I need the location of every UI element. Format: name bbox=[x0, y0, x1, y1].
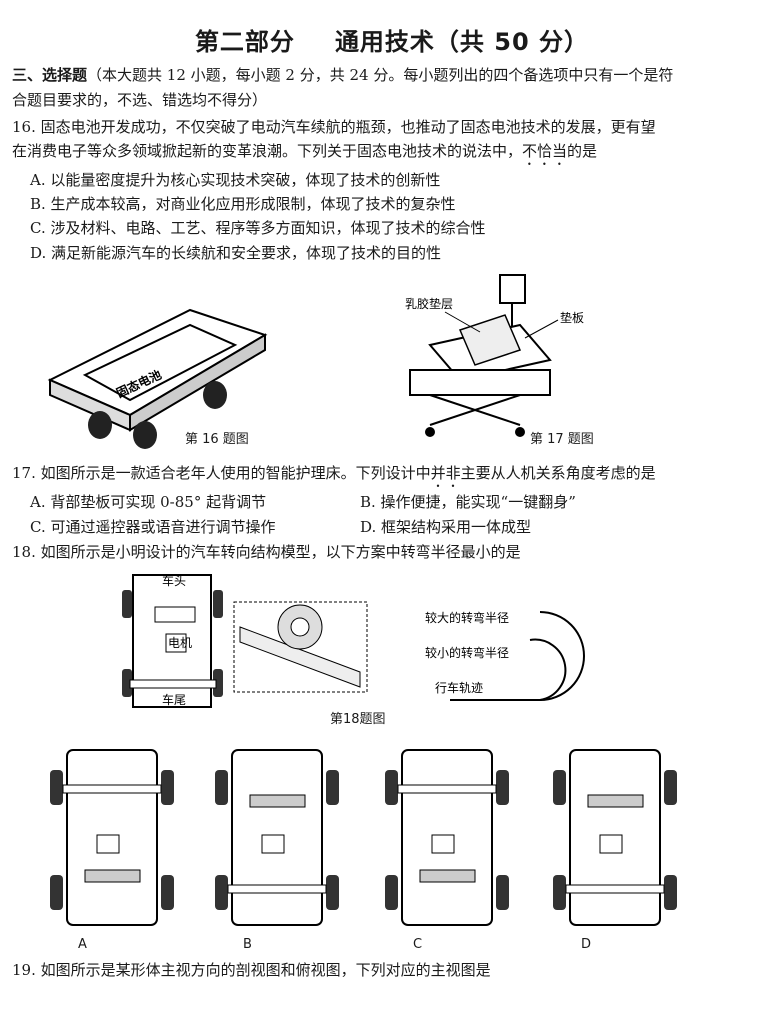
q17-caption: 第 17 题图 bbox=[530, 432, 594, 447]
board-label: 垫板 bbox=[560, 310, 584, 325]
nursing-bed-figure: 乳胶垫层 垫板 bbox=[405, 274, 584, 437]
option-label-c: C bbox=[413, 937, 423, 952]
q16-stem-cont: 在消费电子等众多领域掀起新的变革浪潮。下列关于固态电池技术的说法中，不恰当的是 bbox=[12, 141, 597, 169]
q17-text: 17. 如图所示是一款适合老年人使用的智能护理床。下列设计中 bbox=[12, 464, 431, 482]
option-label-a: A bbox=[78, 937, 87, 952]
q17-stem: 17. 如图所示是一款适合老年人使用的智能护理床。下列设计中并非主要从人机关系角… bbox=[12, 463, 656, 491]
q17-emphasis: 并非 bbox=[430, 464, 461, 482]
steering-option-c bbox=[385, 749, 509, 926]
q19-stem: 19. 如图所示是某形体主视方向的剖视图和俯视图，下列对应的主视图是 bbox=[12, 961, 491, 979]
q17-option-c: C. 可通过遥控器或语音进行调节操作 bbox=[30, 518, 276, 536]
section-desc: （本大题共 12 小题，每小题 2 分，共 24 分。每小题列出的四个备选项中只… bbox=[87, 66, 674, 84]
option-label-d: D bbox=[581, 937, 592, 952]
car-rear-label: 车尾 bbox=[162, 692, 186, 707]
option-label-b: B bbox=[243, 937, 252, 952]
page-title: 第二部分 通用技术（共 50 分） bbox=[0, 22, 784, 57]
q17-option-d: D. 框架结构采用一体成型 bbox=[360, 518, 532, 536]
q17-option-a: A. 背部垫板可实现 0-85° 起背调节 bbox=[30, 493, 267, 511]
q18-stem: 18. 如图所示是小明设计的汽车转向结构模型，以下方案中转弯半径最小的是 bbox=[12, 543, 521, 561]
q16-text-end: 的是 bbox=[567, 142, 598, 160]
motor-label: 电机 bbox=[168, 636, 192, 650]
track-label: 行车轨迹 bbox=[435, 680, 483, 695]
q16-option-a: A. 以能量密度提升为核心实现技术突破，体现了技术的创新性 bbox=[30, 171, 441, 189]
car-front-label: 车头 bbox=[162, 573, 186, 588]
q16-emphasis: 不恰当 bbox=[522, 142, 568, 160]
q16-stem: 16. 固态电池开发成功，不仅突破了电动汽车续航的瓶颈，也推动了固态电池技术的发… bbox=[12, 118, 656, 136]
q16-caption: 第 16 题图 bbox=[185, 432, 249, 447]
section-heading: 三、选择题 bbox=[12, 66, 88, 84]
q16-text: 在消费电子等众多领域掀起新的变革浪潮。下列关于固态电池技术的说法中， bbox=[12, 142, 523, 160]
small-radius-label: 较小的转弯半径 bbox=[425, 645, 509, 660]
steering-model-figure: 车头 车尾 电机 较大的转弯半径 较小的转弯半径 行车轨迹 bbox=[122, 573, 585, 708]
part-title: 第二部分 bbox=[194, 28, 295, 56]
battery-figure: 固态电池 bbox=[47, 308, 268, 449]
steering-option-a bbox=[50, 749, 174, 926]
q18-caption: 第18题图 bbox=[330, 712, 386, 727]
q16-option-b: B. 生产成本较高，对商业化应用形成限制，体现了技术的复杂性 bbox=[30, 195, 456, 213]
q17-text-end: 主要从人机关系角度考虑的是 bbox=[460, 464, 656, 482]
q17-option-b: B. 操作便捷，能实现“一键翻身” bbox=[360, 493, 576, 511]
section-desc-cont: 合题目要求的，不选、错选均不得分） bbox=[12, 91, 268, 109]
latex-layer-label: 乳胶垫层 bbox=[405, 296, 453, 311]
section-header: 三、选择题（本大题共 12 小题，每小题 2 分，共 24 分。每小题列出的四个… bbox=[12, 65, 673, 85]
large-radius-label: 较大的转弯半径 bbox=[425, 610, 509, 625]
q16-option-c: C. 涉及材料、电路、工艺、程序等多方面知识，体现了技术的综合性 bbox=[30, 219, 486, 237]
q16-option-d: D. 满足新能源汽车的长续航和安全要求，体现了技术的目的性 bbox=[30, 244, 442, 262]
steering-option-b bbox=[215, 749, 339, 926]
subject-title: 通用技术（共 50 分） bbox=[334, 28, 590, 56]
steering-option-d bbox=[553, 749, 677, 926]
